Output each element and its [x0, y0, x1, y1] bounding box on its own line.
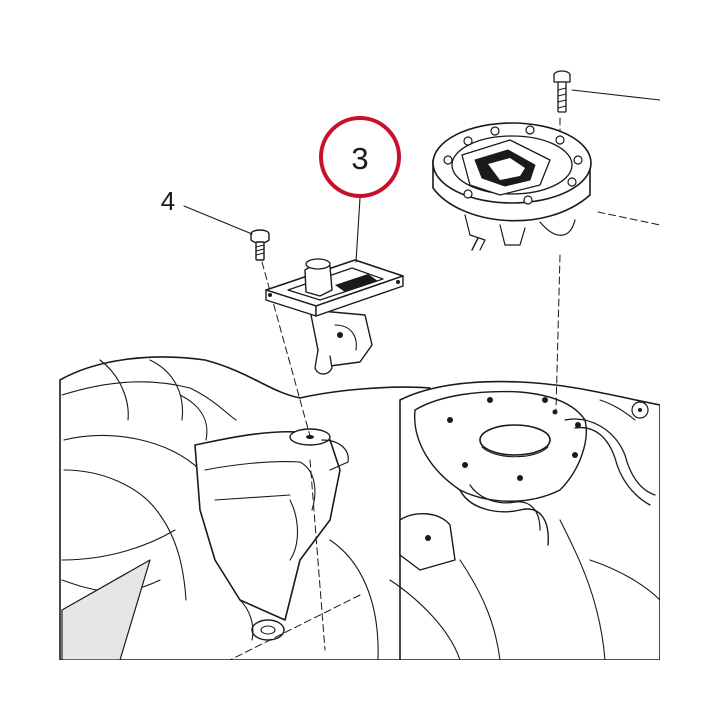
- cap-bolts: [443, 125, 583, 205]
- part-3-bracket: [265, 258, 404, 375]
- callout-3: 3: [319, 116, 401, 198]
- callout-4-label: 4: [161, 186, 175, 216]
- callout-3-highlight-ring: [319, 116, 401, 198]
- frame-body: [59, 356, 660, 660]
- callout-4: 4: [161, 186, 175, 216]
- fuel-cap: [432, 70, 592, 251]
- callout-3-label: 3: [351, 141, 368, 176]
- part-4-screw: [250, 229, 270, 261]
- leader-lines: [183, 89, 660, 263]
- tank-bolt-holes: [447, 397, 581, 481]
